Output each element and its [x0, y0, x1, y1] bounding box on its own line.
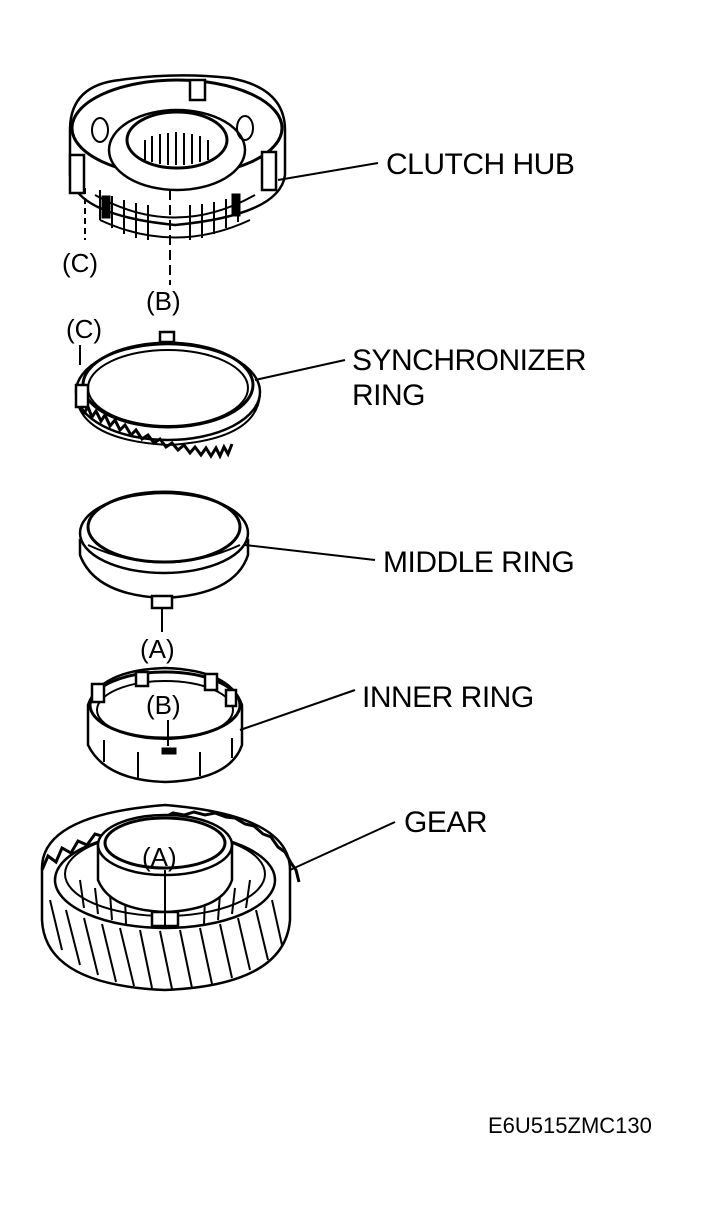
sync-ring-leader	[254, 359, 346, 381]
mark-c-sync: (C)	[66, 314, 102, 344]
clutch-hub-drawing	[68, 74, 287, 240]
middle-ring-leader	[244, 544, 376, 561]
inner-ring-label: INNER RING	[362, 681, 534, 714]
figure-code: E6U515ZMC130	[488, 1113, 652, 1138]
inner-ring-leader	[239, 689, 356, 731]
middle-ring-drawing	[78, 490, 250, 610]
clutch-hub-label: CLUTCH HUB	[386, 148, 574, 181]
clutch-hub-leader	[277, 162, 379, 181]
gear-label: GEAR	[404, 806, 487, 839]
synchronizer-ring-drawing	[74, 330, 262, 460]
mark-a-middle: (A)	[140, 634, 175, 664]
inner-ring-drawing	[86, 666, 244, 784]
middle-ring-label: MIDDLE RING	[383, 546, 574, 579]
mark-b-hub: (B)	[146, 286, 181, 316]
mark-b-inner: (B)	[146, 690, 181, 720]
gear-drawing	[40, 803, 301, 992]
gear-leader	[289, 821, 396, 871]
synchronizer-ring-label-line2: RING	[352, 379, 425, 412]
mark-a-gear: (A)	[142, 842, 177, 872]
synchronizer-ring-label-line1: SYNCHRONIZER	[352, 344, 586, 377]
mark-c-hub: (C)	[62, 248, 98, 278]
